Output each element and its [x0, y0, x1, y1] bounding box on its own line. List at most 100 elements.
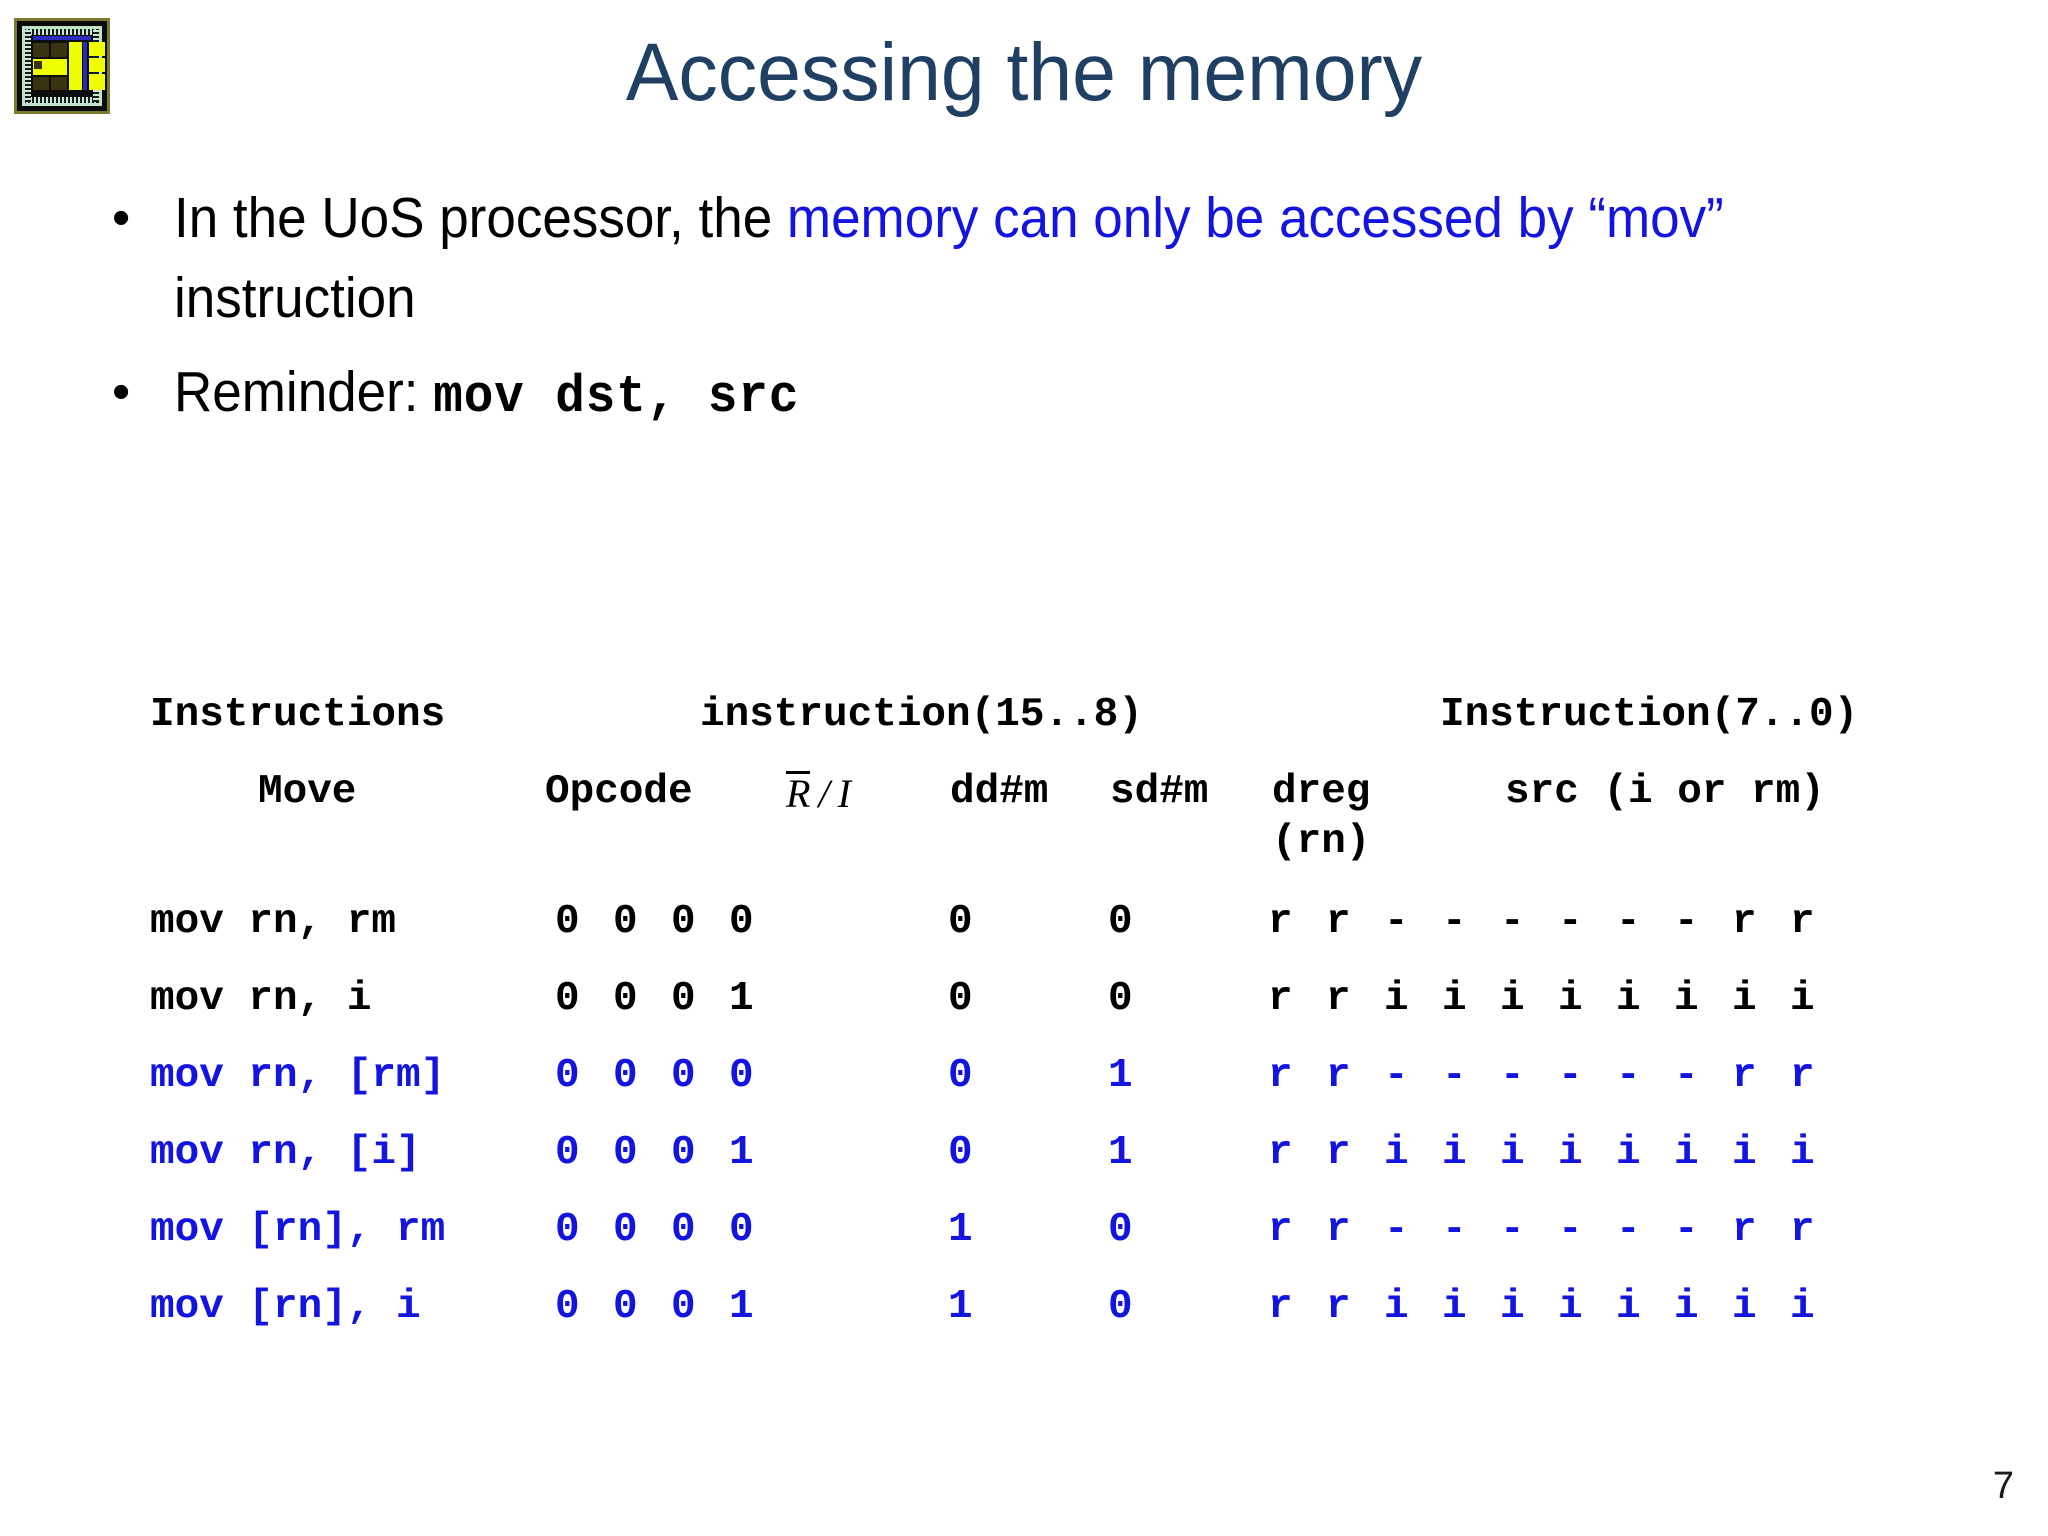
- bullet-text: Reminder: mov dst, src: [174, 352, 799, 437]
- die-block-1: [33, 43, 49, 57]
- r-overbar-symbol: R: [786, 771, 811, 816]
- cell-src-bit: -: [1616, 899, 1641, 945]
- cell-src-bit: -: [1384, 899, 1409, 945]
- cell-sdm-bit: 1: [1108, 1130, 1133, 1176]
- list-item: • In the UoS processor, the memory can o…: [110, 178, 1940, 338]
- die-block-6: [33, 77, 49, 90]
- bullet-marker-icon: •: [112, 189, 131, 247]
- cell-opcode-bit: 0: [671, 1284, 696, 1330]
- cell-ddm-bit: 0: [948, 1053, 973, 1099]
- bullet-marker-icon: •: [112, 363, 131, 421]
- cell-sdm-bit: 0: [1108, 976, 1133, 1022]
- cell-opcode-bit: 0: [671, 976, 696, 1022]
- cell-opcode-bit: 0: [613, 899, 638, 945]
- cell-opcode-bit: 0: [671, 1130, 696, 1176]
- cell-src-bit: r: [1732, 1207, 1757, 1253]
- cell-src-bit: i: [1442, 1130, 1467, 1176]
- die-block-5: [34, 61, 42, 69]
- die-block-3: [69, 42, 82, 90]
- cell-src-bit: i: [1558, 1284, 1583, 1330]
- cell-src-bit: i: [1442, 1284, 1467, 1330]
- cell-src-bit: -: [1384, 1207, 1409, 1253]
- cell-src-bit: r: [1790, 1053, 1815, 1099]
- cell-src-bit: r: [1790, 1207, 1815, 1253]
- die-image: [22, 26, 105, 106]
- cell-src-bit: i: [1616, 1130, 1641, 1176]
- cell-opcode-bit: 0: [555, 899, 580, 945]
- cell-src-bit: i: [1616, 976, 1641, 1022]
- cell-src-bit: i: [1790, 1130, 1815, 1176]
- cell-dreg-bit: r: [1326, 1284, 1351, 1330]
- cell-sdm-bit: 1: [1108, 1053, 1133, 1099]
- cell-dreg-bit: r: [1268, 1207, 1293, 1253]
- cell-dreg-bit: r: [1268, 899, 1293, 945]
- cell-src-bit: -: [1674, 899, 1699, 945]
- cell-dreg-bit: r: [1326, 1130, 1351, 1176]
- die-block-10: [89, 74, 105, 90]
- cell-src-bit: -: [1616, 1053, 1641, 1099]
- cell-src-bit: -: [1558, 899, 1583, 945]
- cell-src-bit: i: [1442, 976, 1467, 1022]
- cell-dreg-bit: r: [1326, 899, 1351, 945]
- encoding-table: Instructions instruction(15..8) Instruct…: [0, 690, 2048, 1359]
- bullet-list: • In the UoS processor, the memory can o…: [110, 178, 1940, 445]
- cell-src-bit: -: [1442, 1053, 1467, 1099]
- cell-opcode-bit: 0: [613, 1053, 638, 1099]
- group-header-instructions: Instructions: [150, 692, 446, 738]
- cell-ddm-bit: 0: [948, 976, 973, 1022]
- cell-src-bit: i: [1384, 1284, 1409, 1330]
- cell-instruction: mov rn, [i]: [150, 1130, 421, 1176]
- die-pad-row-bottom: [26, 97, 98, 103]
- cell-opcode-bit: 0: [613, 1130, 638, 1176]
- die-pad-row-top: [26, 29, 98, 35]
- cell-src-bit: -: [1500, 899, 1525, 945]
- cell-opcode-bit: 0: [729, 1207, 754, 1253]
- cell-opcode-bit: 0: [555, 1207, 580, 1253]
- cell-src-bit: i: [1674, 1284, 1699, 1330]
- cell-ddm-bit: 0: [948, 899, 973, 945]
- cell-sdm-bit: 0: [1108, 1207, 1133, 1253]
- cell-src-bit: i: [1732, 1130, 1757, 1176]
- cell-src-bit: i: [1500, 1284, 1525, 1330]
- column-header-src: src (i or rm): [1505, 769, 1825, 815]
- cell-src-bit: -: [1558, 1053, 1583, 1099]
- group-header-instruction-7-0: Instruction(7..0): [1440, 692, 1859, 738]
- page-title: Accessing the memory: [625, 27, 1423, 118]
- cell-src-bit: i: [1558, 1130, 1583, 1176]
- cell-opcode-bit: 0: [555, 1130, 580, 1176]
- cell-src-bit: i: [1790, 1284, 1815, 1330]
- cell-opcode-bit: 0: [729, 899, 754, 945]
- column-header-dreg-rn: (rn): [1272, 819, 1371, 865]
- cell-src-bit: r: [1732, 899, 1757, 945]
- cell-src-bit: r: [1732, 1053, 1757, 1099]
- cell-src-bit: -: [1558, 1207, 1583, 1253]
- die-block-7: [51, 77, 67, 90]
- cell-src-bit: i: [1500, 1130, 1525, 1176]
- die-pad-row-left: [25, 30, 31, 102]
- cell-src-bit: i: [1674, 976, 1699, 1022]
- cell-dreg-bit: r: [1326, 1053, 1351, 1099]
- cell-src-bit: i: [1674, 1130, 1699, 1176]
- cell-dreg-bit: r: [1268, 1130, 1293, 1176]
- die-block-9: [89, 58, 105, 72]
- die-bus-mid: [83, 42, 87, 90]
- cell-src-bit: -: [1442, 899, 1467, 945]
- column-header-r-not-i: R / I: [786, 769, 851, 819]
- cell-src-bit: -: [1674, 1053, 1699, 1099]
- cell-src-bit: i: [1500, 976, 1525, 1022]
- cell-src-bit: -: [1500, 1053, 1525, 1099]
- bullet-segment: Reminder:: [174, 360, 434, 424]
- cell-src-bit: i: [1616, 1284, 1641, 1330]
- cell-opcode-bit: 0: [613, 1284, 638, 1330]
- cell-src-bit: i: [1790, 976, 1815, 1022]
- cell-dreg-bit: r: [1326, 976, 1351, 1022]
- cell-src-bit: -: [1674, 1207, 1699, 1253]
- column-header-ddm: dd#m: [950, 769, 1049, 815]
- list-item: • Reminder: mov dst, src: [110, 352, 1940, 437]
